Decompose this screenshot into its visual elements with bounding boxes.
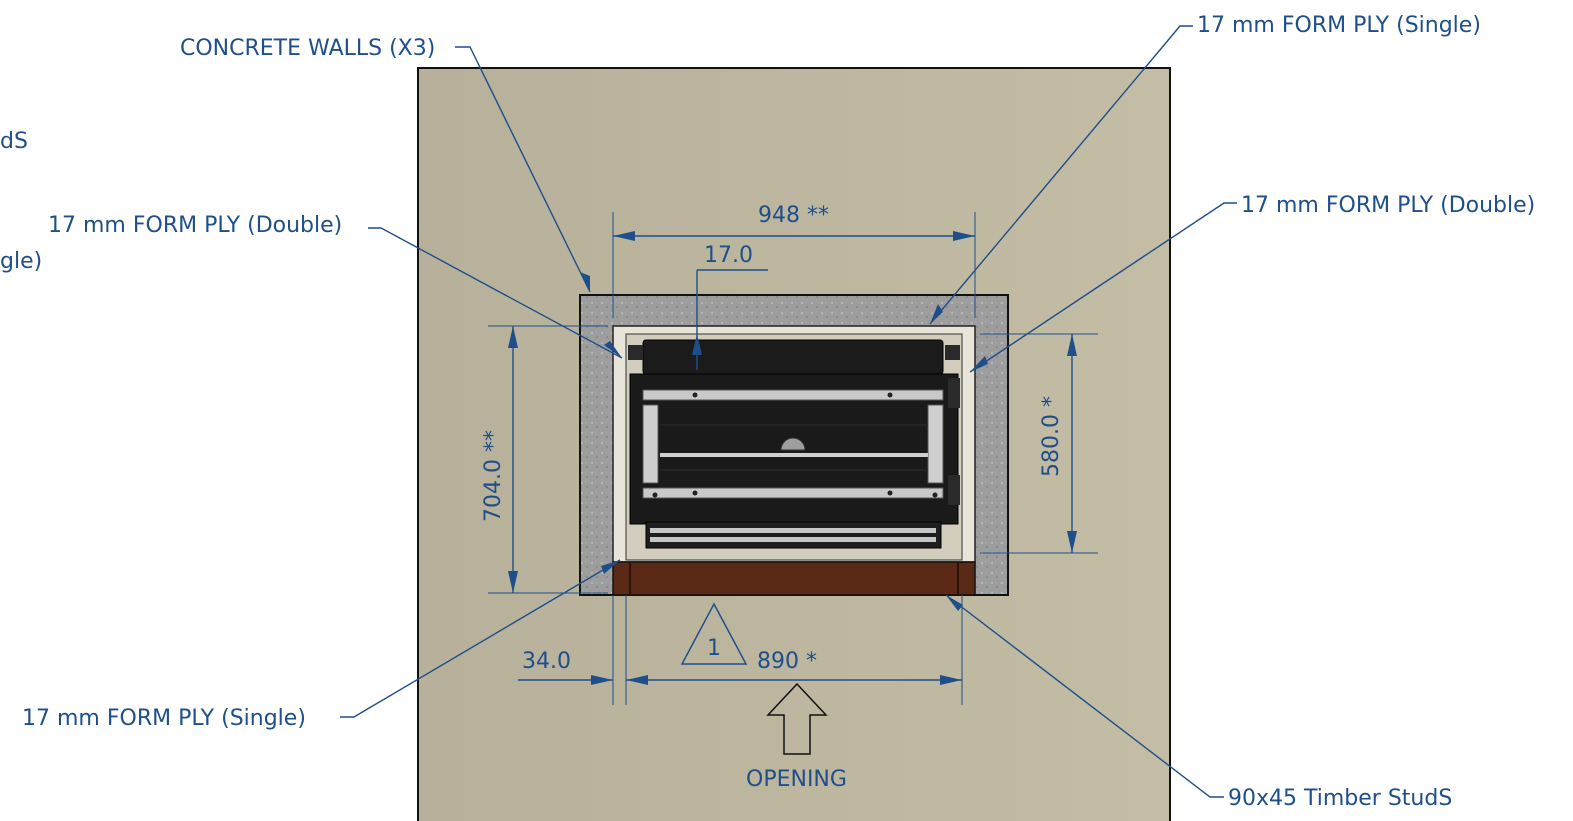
- dim-label-ply-thickness: 17.0: [704, 243, 753, 268]
- dim-width-948: [612, 212, 976, 318]
- label-ply-double-left: 17 mm FORM PLY (Double): [48, 213, 342, 238]
- opening-arrow-icon: [766, 682, 828, 755]
- dim-label-bottom-offset: 34.0: [522, 649, 571, 674]
- revision-triangle: [680, 602, 748, 665]
- dim-height-704: [488, 325, 608, 594]
- opening-label: OPENING: [746, 767, 847, 792]
- dim-label-width-overall: 948 **: [758, 203, 829, 228]
- timber-stud-sill: [612, 561, 976, 596]
- label-ply-single-top: 17 mm FORM PLY (Single): [1197, 13, 1481, 38]
- label-ply-single-bottom: 17 mm FORM PLY (Single): [22, 706, 306, 731]
- label-clipped-left-1: dS: [0, 129, 28, 154]
- label-concrete-walls: CONCRETE WALLS (X3): [180, 36, 435, 61]
- dim-ply-thickness: [692, 269, 768, 370]
- dim-label-width-inner: 890 *: [757, 649, 817, 674]
- revision-number: 1: [707, 636, 721, 661]
- dim-label-height-overall: 704.0 **: [481, 430, 506, 522]
- dim-label-height-inner: 580.0 *: [1039, 396, 1064, 477]
- label-ply-double-right: 17 mm FORM PLY (Double): [1241, 193, 1535, 218]
- label-timber-studs: 90x45 Timber StudS: [1228, 786, 1452, 811]
- dim-width-890: [518, 595, 963, 705]
- leader-lines: [340, 25, 1237, 798]
- dim-height-580: [980, 333, 1098, 554]
- label-clipped-left-2: gle): [0, 249, 42, 274]
- unit: [628, 339, 960, 549]
